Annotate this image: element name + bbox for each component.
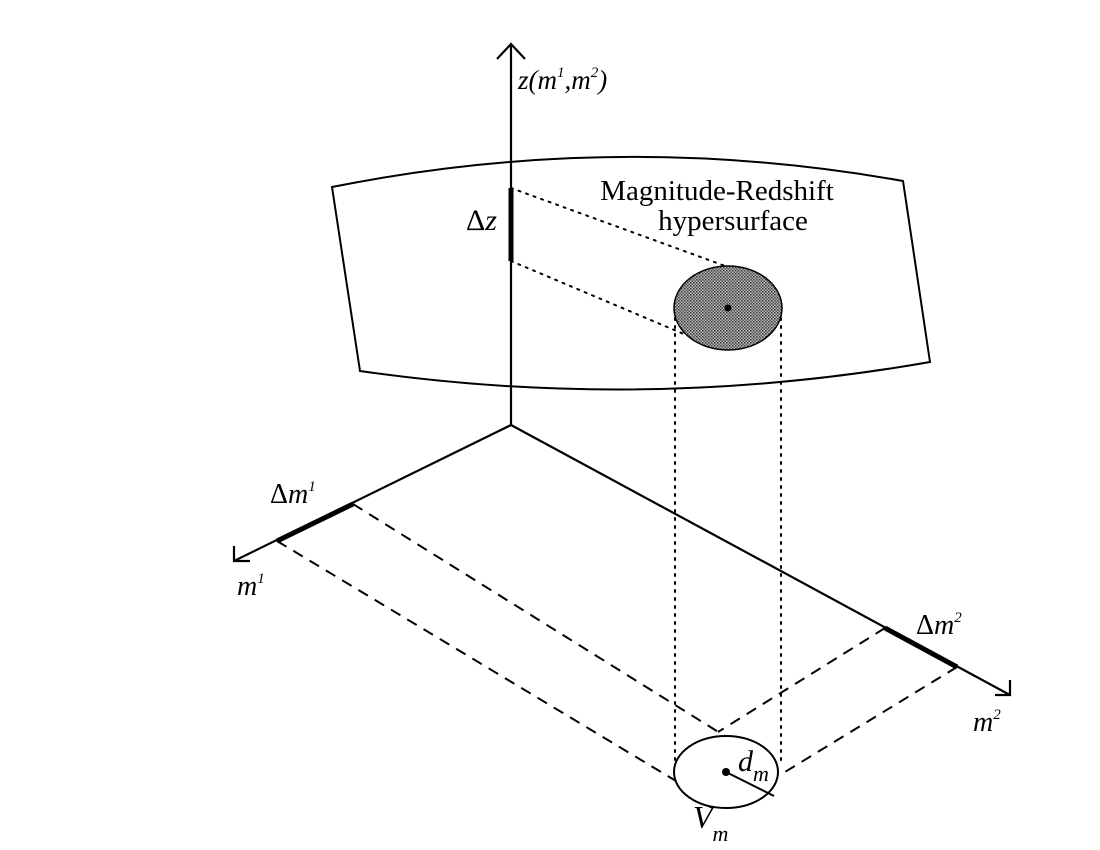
v-m-label: Vm [693,799,728,846]
projection-line-top [510,187,729,268]
projection-line-bottom [510,260,699,341]
delta-m1-interval [275,501,355,544]
strip-m2-near-edge [779,666,958,776]
delta-m1-label: Δm1 [270,479,316,510]
strip-m1-far-edge [352,503,729,739]
z-axis-label: z(m1,m2) [517,65,607,95]
m1-axis-label: m1 [237,571,265,602]
m1-axis-arrowhead [232,546,250,563]
surface-title-line2: hypersurface [658,205,808,237]
m2-axis-label: m2 [973,707,1001,738]
d-m-label: dm [738,745,769,786]
strip-m2-far-edge [717,627,886,733]
delta-m2-interval [883,625,959,670]
surface-title-line1: Magnitude-Redshift [600,175,834,207]
z-axis-arrowhead [496,42,526,60]
delta-z-label: Δz [466,204,497,237]
surface-region-center [724,304,732,312]
delta-m2-label: Δm2 [916,610,962,641]
radius-line [725,771,775,797]
m2-axis-arrowhead [995,680,1012,697]
strip-m1-near-edge [276,540,677,782]
hypersurface [330,155,932,391]
